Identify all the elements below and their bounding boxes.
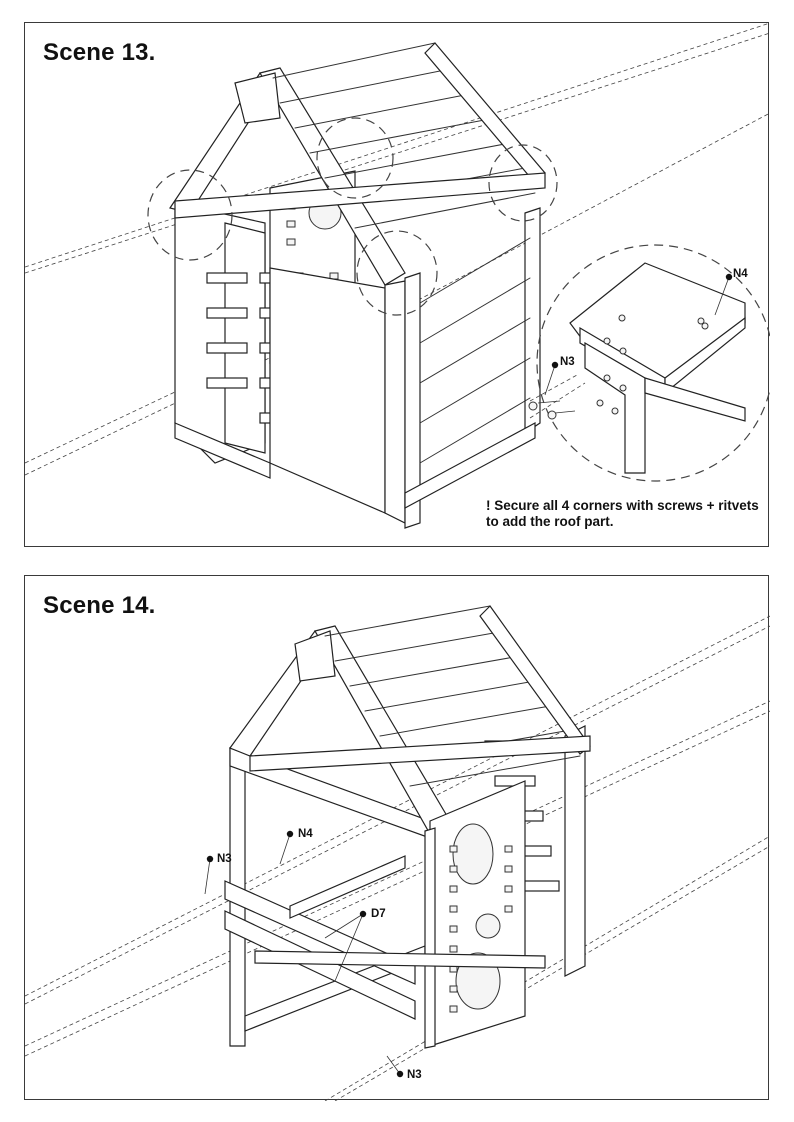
scene-14-title: Scene 14. bbox=[43, 592, 156, 619]
front-panel bbox=[174, 267, 406, 524]
roof-section bbox=[169, 42, 546, 286]
roof-section bbox=[229, 605, 591, 835]
guide-lines bbox=[25, 615, 770, 1101]
assembly-note: ! Secure all 4 corners with screws + rit… bbox=[486, 498, 759, 529]
scene-13-panel: Scene 13. bbox=[24, 22, 770, 547]
label-d7: D7 bbox=[371, 908, 386, 920]
scene-13-title: Scene 13. bbox=[43, 39, 156, 66]
leader-lines bbox=[204, 830, 404, 1078]
front-climbing-panel bbox=[424, 780, 526, 1049]
right-ladder bbox=[404, 207, 541, 529]
scene-14-drawing bbox=[25, 605, 770, 1101]
label-n4: N4 bbox=[298, 828, 313, 840]
label-n4: N4 bbox=[733, 268, 748, 280]
label-n3: N3 bbox=[560, 356, 575, 368]
left-wall bbox=[174, 202, 301, 464]
detail-zoom bbox=[528, 244, 770, 482]
corner-highlight-circles bbox=[147, 117, 558, 316]
scene-14-panel: Scene 14. bbox=[24, 575, 770, 1101]
scene-13-drawing bbox=[25, 23, 770, 529]
label-n3-bottom: N3 bbox=[407, 1069, 422, 1081]
label-n3-left: N3 bbox=[217, 853, 232, 865]
d7-beams bbox=[224, 855, 546, 1020]
